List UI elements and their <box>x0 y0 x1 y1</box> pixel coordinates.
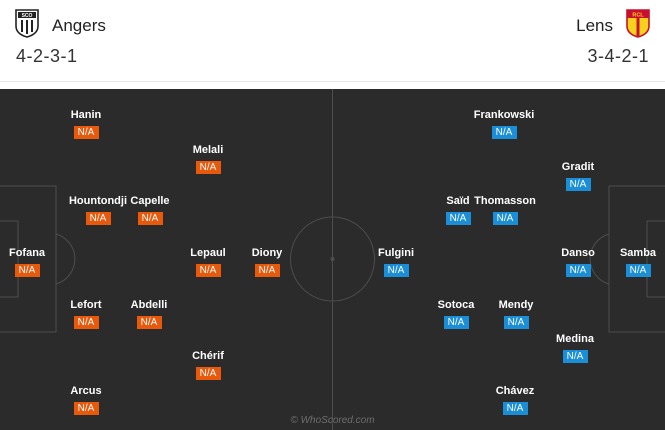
player-name: Lepaul <box>190 247 226 259</box>
rating-badge: N/A <box>492 212 518 225</box>
player-card[interactable]: Danso N/A <box>533 246 623 278</box>
rating-badge: N/A <box>445 212 471 225</box>
rating-badge: N/A <box>254 264 280 277</box>
rating-badge: N/A <box>502 402 528 415</box>
rating-badge: N/A <box>137 212 163 225</box>
player-card[interactable]: Abdelli N/A <box>104 298 194 330</box>
player-name: Samba <box>619 247 657 259</box>
player-card[interactable]: Hountondji N/A <box>53 194 143 226</box>
rating-badge: N/A <box>85 212 111 225</box>
center-circle <box>290 216 375 302</box>
player-name: Thomasson <box>474 195 536 207</box>
home-penalty-box <box>0 185 57 333</box>
player-name: Saïd <box>446 195 470 207</box>
player-name: Frankowski <box>473 109 535 121</box>
player-card[interactable]: Capelle N/A <box>105 194 195 226</box>
home-team-name[interactable]: Angers <box>52 16 106 35</box>
pitch-lines <box>0 89 665 430</box>
pitch: Fofana N/A Hanin N/A Hountondji N/A Lefo… <box>0 89 665 430</box>
player-card[interactable]: Lefort N/A <box>41 298 131 330</box>
player-name: Fulgini <box>377 247 415 259</box>
player-card[interactable]: Gradit N/A <box>533 160 623 192</box>
rating-badge: N/A <box>562 350 588 363</box>
player-card[interactable]: Thomasson N/A <box>460 194 550 226</box>
player-card[interactable]: Fofana N/A <box>0 246 72 278</box>
rating-badge: N/A <box>195 161 221 174</box>
player-card[interactable]: Diony N/A <box>222 246 312 278</box>
rating-badge: N/A <box>195 367 221 380</box>
player-card[interactable]: Arcus N/A <box>41 384 131 416</box>
away-penalty-box <box>608 185 665 333</box>
player-card[interactable]: Medina N/A <box>530 332 620 364</box>
player-name: Melali <box>192 144 224 156</box>
away-formation: 3-4-2-1 <box>587 46 649 66</box>
player-name: Fofana <box>8 247 46 259</box>
away-penalty-arc <box>589 233 610 285</box>
player-name: Hanin <box>70 109 102 121</box>
player-name: Abdelli <box>130 299 168 311</box>
player-card[interactable]: Saïd N/A <box>413 194 503 226</box>
rating-badge: N/A <box>443 316 469 329</box>
player-name: Arcus <box>70 385 102 397</box>
rating-badge: N/A <box>383 264 409 277</box>
watermark: © WhoScored.com <box>290 415 375 426</box>
player-card[interactable]: Melali N/A <box>163 143 253 175</box>
home-formation: 4-2-3-1 <box>16 46 78 66</box>
player-name: Mendy <box>498 299 534 311</box>
rating-badge: N/A <box>195 264 221 277</box>
center-spot <box>330 257 335 261</box>
home-goal-box <box>0 220 19 298</box>
player-name: Danso <box>561 247 595 259</box>
rating-badge: N/A <box>73 126 99 139</box>
rating-badge: N/A <box>625 264 651 277</box>
match-header: SCO Angers 4-2-3-1 RCL Lens 3-4-2-1 <box>0 0 665 82</box>
player-card[interactable]: Fulgini N/A <box>351 246 441 278</box>
away-team-name[interactable]: Lens <box>576 16 613 35</box>
rating-badge: N/A <box>14 264 40 277</box>
player-card[interactable]: Hanin N/A <box>41 108 131 140</box>
rating-badge: N/A <box>503 316 529 329</box>
angers-crest-icon: SCO <box>15 9 39 38</box>
player-card[interactable]: Samba N/A <box>593 246 665 278</box>
rating-badge: N/A <box>491 126 517 139</box>
svg-text:SCO: SCO <box>22 13 33 19</box>
player-card[interactable]: Chávez N/A <box>470 384 560 416</box>
header-divider <box>0 81 665 82</box>
svg-text:RCL: RCL <box>632 13 644 19</box>
rating-badge: N/A <box>73 402 99 415</box>
rating-badge: N/A <box>565 178 591 191</box>
player-name: Gradit <box>561 161 595 173</box>
player-card[interactable]: Lepaul N/A <box>163 246 253 278</box>
player-name: Hountondji <box>68 195 128 207</box>
player-card[interactable]: Chérif N/A <box>163 349 253 381</box>
lens-crest-icon: RCL <box>626 9 650 38</box>
rating-badge: N/A <box>136 316 162 329</box>
rating-badge: N/A <box>73 316 99 329</box>
player-card[interactable]: Sotoca N/A <box>411 298 501 330</box>
player-name: Sotoca <box>437 299 475 311</box>
away-goal-box <box>646 220 665 298</box>
player-name: Medina <box>556 333 594 345</box>
player-name: Capelle <box>130 195 170 207</box>
player-name: Chávez <box>495 385 535 397</box>
player-name: Lefort <box>70 299 102 311</box>
player-card[interactable]: Frankowski N/A <box>459 108 549 140</box>
player-name: Diony <box>251 247 283 259</box>
home-penalty-arc <box>55 233 76 285</box>
player-card[interactable]: Mendy N/A <box>471 298 561 330</box>
player-name: Chérif <box>192 350 224 362</box>
rating-badge: N/A <box>565 264 591 277</box>
